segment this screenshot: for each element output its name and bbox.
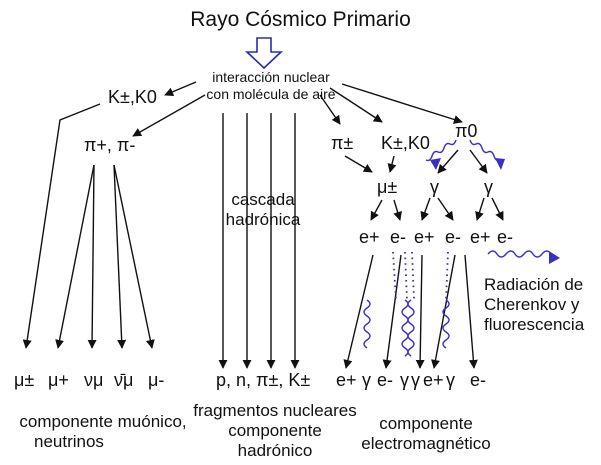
arrow-to-pions-right [319, 94, 341, 125]
gamma-right-label: γ [484, 177, 493, 197]
arrow-em-1 [343, 254, 374, 369]
arrow-gamma-left-to-eplus [420, 197, 431, 221]
arrow-pion-to-numubar [113, 164, 127, 349]
arrow-em-5 [464, 254, 478, 369]
interaction-line-1: interacción nuclear [212, 69, 330, 85]
bottom-hadronic: p, n, π±, K± [216, 370, 311, 390]
wavy-photon-3 [407, 299, 415, 357]
arrow-gamma-right-to-eplus [475, 197, 485, 221]
pions-right-label: π± [331, 133, 354, 153]
wavy-gamma-right [469, 139, 501, 162]
arrow-pi0-to-gamma-right [469, 149, 488, 174]
kaons-right-label: K±,K0 [381, 133, 430, 153]
bottom-mu-plus: μ+ [48, 370, 69, 390]
bottom-em-8: e- [470, 370, 487, 390]
dotted-line-4 [445, 251, 449, 301]
bottom-em-5: γ [411, 370, 420, 390]
caption-hadronic-line-2: componente [228, 421, 322, 440]
caption-hadronic-line-3: hadrónico [237, 441, 313, 460]
caption-em-line-2: electromagnético [361, 434, 491, 453]
wavy-photon-2 [401, 299, 409, 357]
bottom-em-3: e- [377, 370, 394, 390]
wavy-gamma-left [425, 139, 457, 162]
arrow-to-kaons-right [329, 87, 383, 123]
wavy-radiation [487, 250, 552, 258]
e-row-4: e- [445, 227, 462, 247]
cascade-label: cascada hadrónica [218, 190, 308, 230]
bottom-nu-mu-bar: ν̄μ [114, 370, 134, 390]
gamma-left-arrowhead [430, 158, 441, 170]
cascade-line-2: hadrónica [225, 210, 301, 229]
arrow-pion-to-mu-minus [113, 164, 155, 349]
caption-muonic: componente muónico, neutrinos [4, 412, 202, 452]
arrow-em-2 [382, 254, 402, 369]
arrow-pi-right-to-mu [344, 155, 373, 173]
arrow-gamma-right-to-eminus [491, 197, 504, 221]
radiation-arrowhead [549, 251, 560, 264]
arrow-gamma-left-to-eminus [437, 197, 454, 221]
bottom-em-7: γ [446, 370, 455, 390]
gamma-left-label: γ [430, 177, 439, 197]
caption-hadronic-line-1: fragmentos nucleares [193, 401, 357, 420]
radiation-label: Radiación de Cherenkov y fluorescencia [484, 275, 596, 335]
bottom-mu-pm: μ± [14, 370, 35, 390]
arrow-to-pions-left [132, 94, 206, 137]
bottom-em-2: γ [362, 370, 371, 390]
cascade-line-1: cascada [231, 190, 295, 209]
bottom-em-1: e+ [336, 370, 357, 390]
caption-em: componente electromagnético [356, 414, 496, 454]
wavy-photon-1 [363, 299, 371, 349]
arrow-to-kaons [164, 81, 197, 97]
arrow-to-pi-zero [341, 83, 463, 124]
arrow-mu-to-eminus [393, 199, 402, 221]
dotted-line-1 [392, 251, 397, 301]
e-row-3: e+ [414, 227, 435, 247]
arrow-em-3 [415, 254, 425, 369]
bottom-em-6: e+ [423, 370, 444, 390]
radiation-line-1: Radiación de [484, 275, 584, 294]
kaon-to-mu-line [22, 103, 101, 349]
pi-zero-label: π0 [455, 121, 478, 141]
radiation-line-2: Cherenkov y [484, 295, 580, 314]
interaction-label: interacción nuclear con molécula de aire [196, 69, 346, 103]
dotted-line-3 [411, 251, 415, 301]
e-row-5: e+ [470, 227, 491, 247]
radiation-line-3: fluorescencia [484, 315, 585, 334]
arrow-k-right-to-mu [387, 155, 397, 173]
wavy-photon-4 [442, 299, 450, 349]
title: Rayo Cósmico Primario [190, 8, 411, 31]
arrow-pion-to-mu-plus [55, 164, 95, 349]
bottom-em-4: γ [400, 370, 409, 390]
arrow-em-4 [431, 254, 456, 369]
pions-left-label: π+, π- [84, 135, 136, 155]
arrow-pi0-to-gamma-left [437, 149, 459, 174]
e-row-1: e+ [359, 227, 380, 247]
caption-muonic-line-2: neutrinos [34, 432, 104, 451]
e-row-2: e- [390, 227, 407, 247]
arrow-mu-to-eplus [370, 199, 383, 221]
caption-em-line-1: componente [379, 414, 473, 433]
e-row-6: e- [497, 227, 514, 247]
arrow-pion-to-numu [87, 164, 97, 349]
caption-hadronic: fragmentos nucleares componente hadrónic… [180, 401, 370, 461]
primary-arrow-icon [244, 37, 284, 70]
caption-muonic-line-1: componente muónico, [19, 412, 187, 431]
bottom-mu-minus: μ- [148, 370, 165, 390]
mu-mid-label: μ± [377, 177, 398, 197]
kaons-top-label: K±,K0 [108, 87, 157, 107]
bottom-nu-mu: νμ [84, 370, 104, 390]
gamma-right-arrowhead [495, 158, 505, 170]
interaction-line-2: con molécula de aire [206, 86, 336, 102]
dotted-line-2 [404, 251, 408, 301]
